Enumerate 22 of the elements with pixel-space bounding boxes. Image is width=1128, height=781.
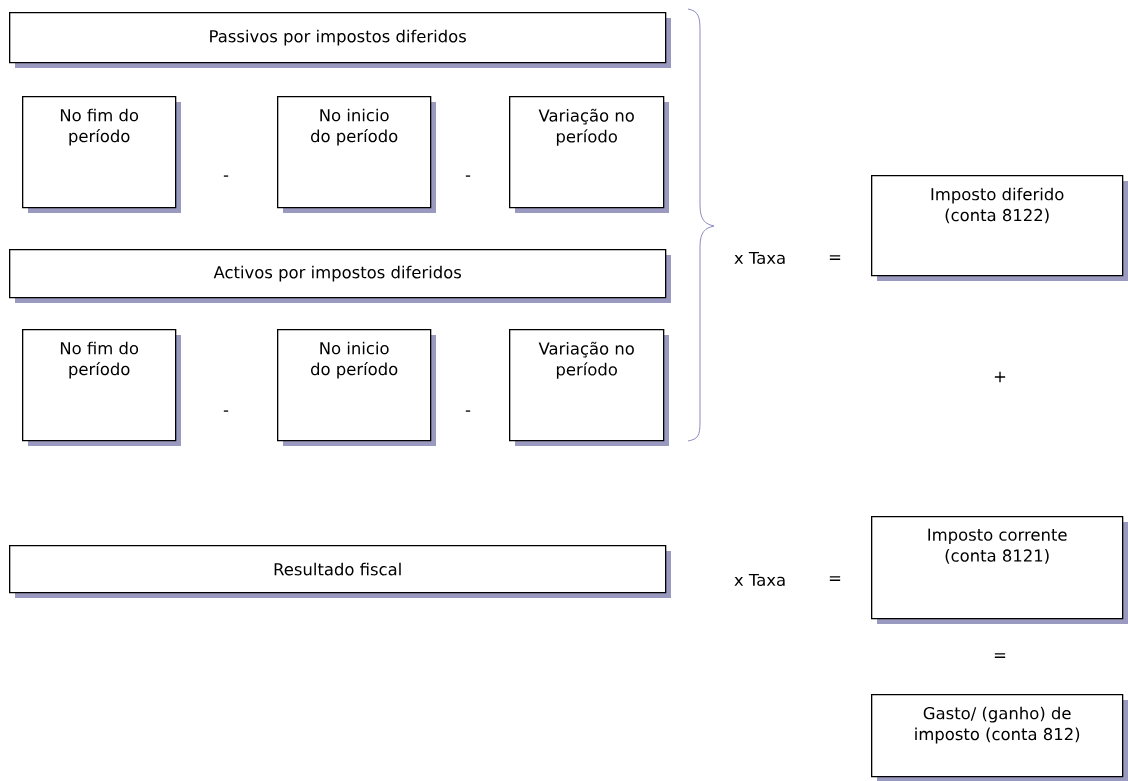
box: Variação no período <box>509 96 669 213</box>
box: Imposto corrente (conta 8121) <box>871 516 1128 624</box>
operator-sign: = <box>829 255 841 260</box>
box: No inicio do período <box>277 96 436 213</box>
box: Passivos por impostos diferidos <box>9 12 671 68</box>
box: No fim do período <box>22 96 181 213</box>
box: Gasto/ (ganho) de imposto (conta 812) <box>871 694 1128 781</box>
box: Resultado fiscal <box>9 545 671 598</box>
box: Activos por impostos diferidos <box>9 249 671 303</box>
operator-sign: x Taxa <box>734 251 785 265</box>
operator-sign: - <box>465 175 471 177</box>
box: Variação no período <box>509 329 669 446</box>
operator-sign: = <box>994 653 1006 658</box>
operator-sign: x Taxa <box>734 573 785 587</box>
operator-sign: + <box>994 371 1006 383</box>
box: No fim do período <box>22 329 181 446</box>
box: Imposto diferido (conta 8122) <box>871 175 1128 281</box>
operator-sign: - <box>223 175 229 177</box>
box: No inicio do período <box>277 329 436 446</box>
operator-sign: - <box>465 410 471 412</box>
operator-sign: - <box>223 410 229 412</box>
operator-sign: = <box>829 576 841 581</box>
